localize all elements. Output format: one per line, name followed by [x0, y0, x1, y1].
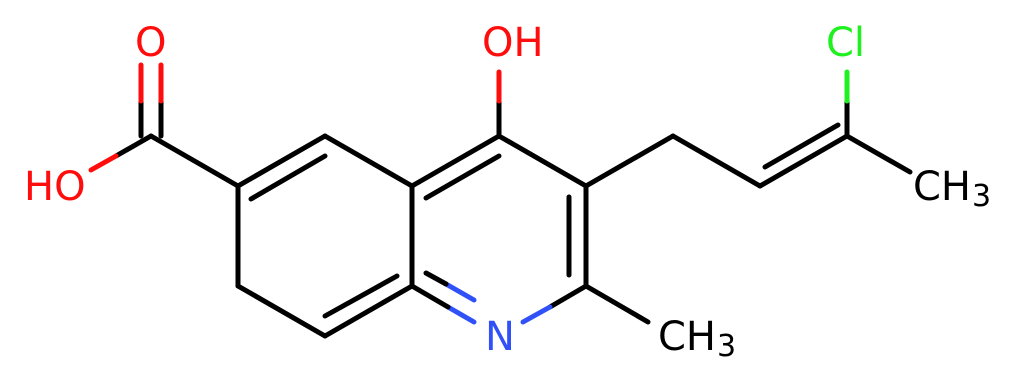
bond: [757, 133, 850, 189]
bond: [148, 133, 241, 189]
bond: [113, 133, 154, 159]
bond: [423, 270, 449, 287]
bond: [322, 283, 415, 339]
bond: [409, 283, 451, 310]
bond: [762, 122, 841, 170]
bond: [445, 304, 477, 325]
atom-labels: O HO OH Cl N CH 3 CH 3: [24, 20, 991, 364]
bond: [88, 153, 119, 173]
carbonyl-oxygen-label: O: [135, 20, 166, 66]
bond: [248, 153, 328, 202]
bond: [322, 273, 400, 319]
methyl-ring-label: CH: [658, 314, 716, 360]
bonds: [88, 62, 913, 339]
methyl-ring-subscript: 3: [717, 329, 736, 364]
hydroxyl-label: OH: [482, 20, 544, 66]
bond: [423, 153, 502, 201]
bond: [547, 283, 589, 310]
chlorine-label: Cl: [826, 20, 865, 66]
methyl-chain-label: CH: [913, 164, 971, 210]
bond: [583, 283, 651, 325]
bond: [322, 133, 415, 189]
methyl-chain-subscript: 3: [972, 179, 991, 214]
bond: [443, 281, 477, 303]
bond: [520, 304, 553, 325]
bond: [235, 133, 328, 189]
bond: [235, 283, 328, 339]
bond: [583, 133, 676, 189]
bond: [670, 133, 763, 189]
bond: [409, 133, 502, 189]
bond: [496, 133, 589, 189]
acid-hydroxyl-label: HO: [24, 164, 86, 210]
bond: [844, 133, 913, 175]
ring-nitrogen-label: N: [485, 314, 515, 360]
